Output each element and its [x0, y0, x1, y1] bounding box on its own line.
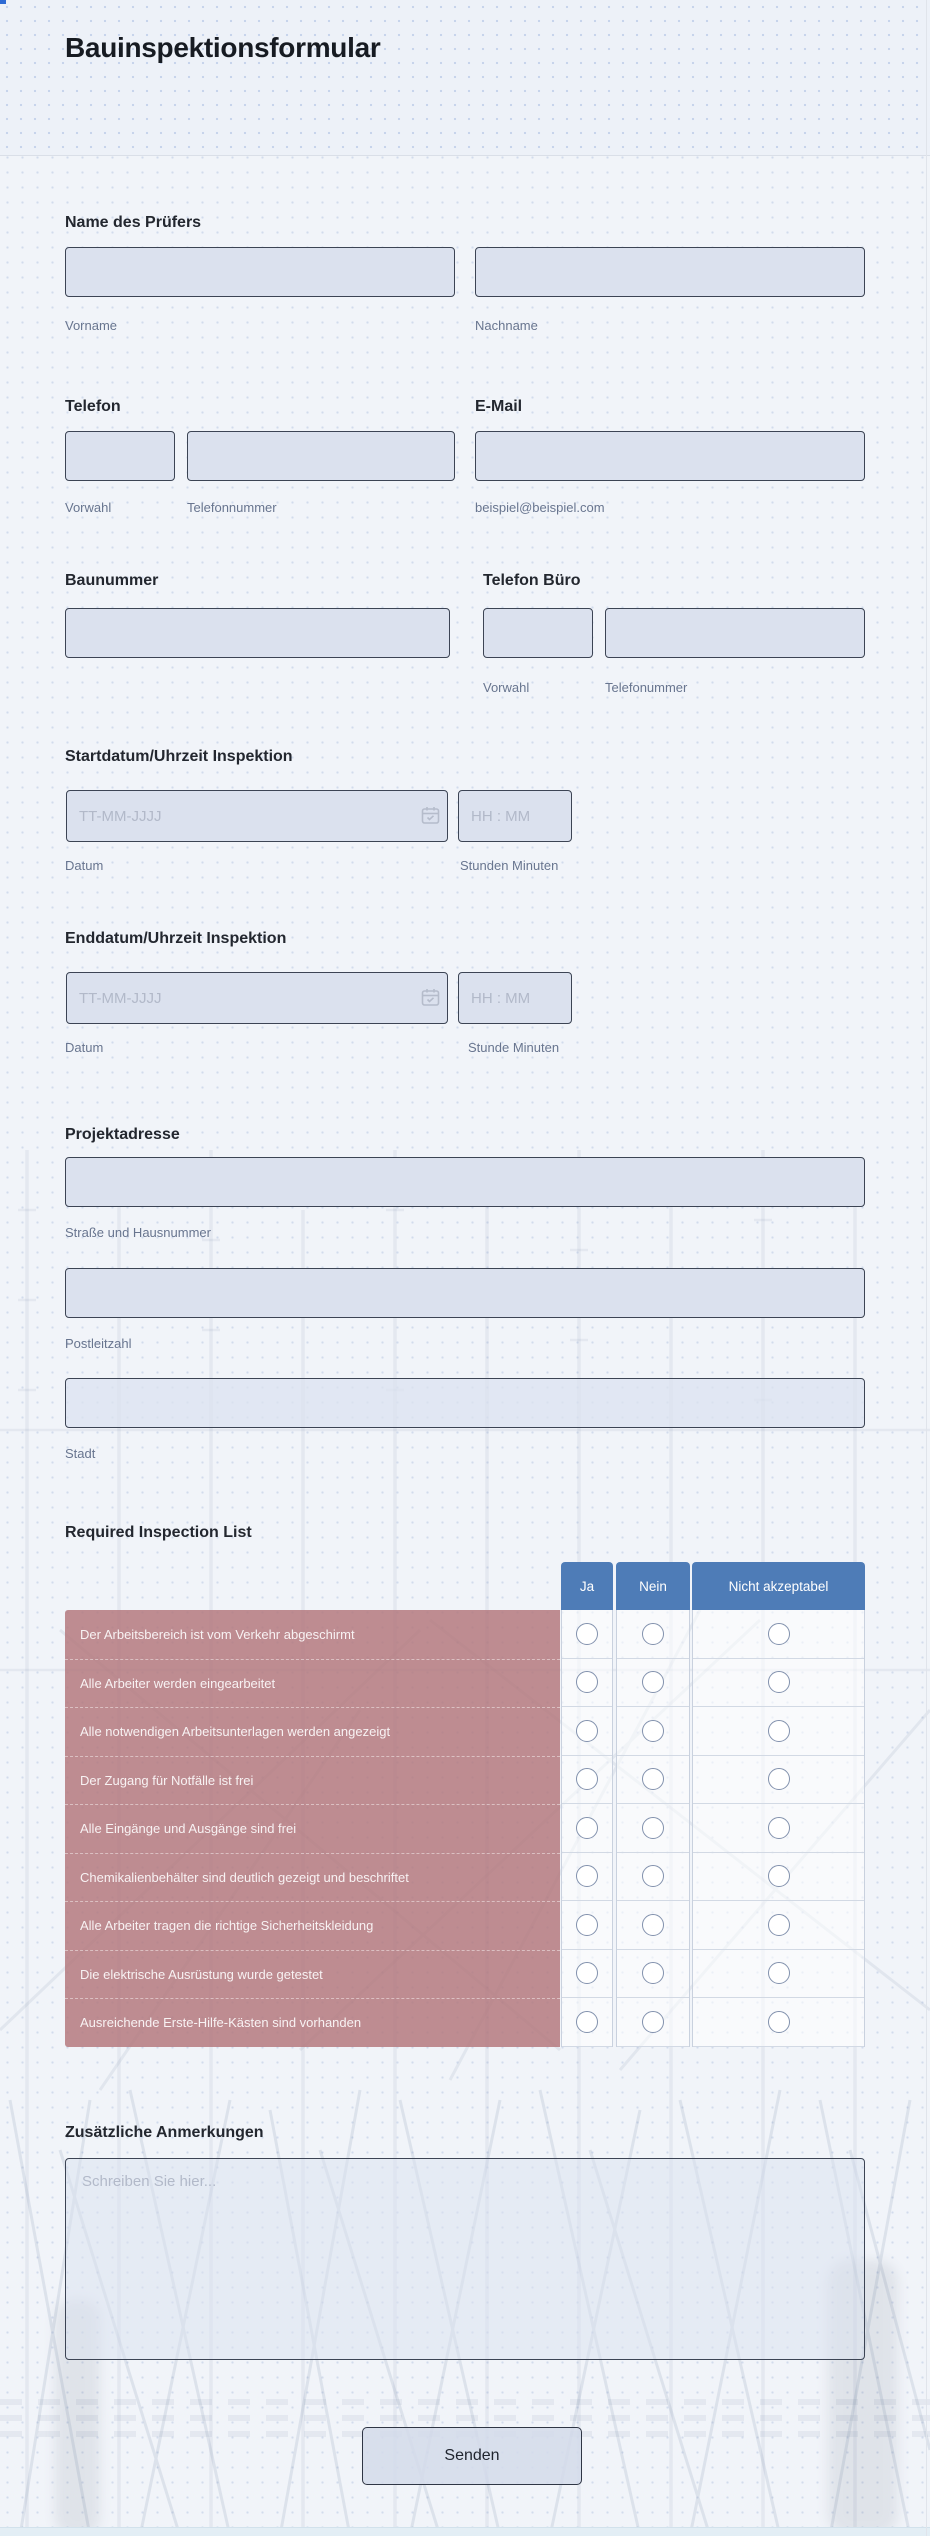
- phone-area-input[interactable]: [65, 431, 175, 481]
- last-name-input[interactable]: [475, 247, 865, 297]
- radio-ja[interactable]: [576, 1768, 598, 1791]
- email-input[interactable]: [475, 431, 865, 481]
- radio-nicht-akzeptabel[interactable]: [767, 1962, 790, 1985]
- end-time-sublabel: Stunde Minuten: [468, 1040, 560, 1055]
- corner-artifact: [0, 0, 6, 4]
- last-name-sublabel: Nachname: [475, 318, 538, 333]
- project-number-label: Baunummer: [65, 572, 159, 589]
- radio-nicht-akzeptabel[interactable]: [767, 1622, 790, 1645]
- radio-ja[interactable]: [576, 1816, 598, 1839]
- radio-nein[interactable]: [642, 1768, 664, 1791]
- inspection-row-label: Chemikalienbehälter sind deutlich gezeig…: [65, 1852, 560, 1901]
- radio-nein[interactable]: [642, 1816, 664, 1839]
- inspection-row-label: Die elektrische Ausrüstung wurde geteste…: [65, 1949, 560, 1998]
- postal-code-input[interactable]: [65, 1268, 865, 1318]
- radio-nein[interactable]: [642, 1913, 664, 1936]
- inspection-row-label: Alle Eingänge und Ausgänge sind frei: [65, 1804, 560, 1853]
- start-datetime-label: Startdatum/Uhrzeit Inspektion: [65, 748, 293, 765]
- radio-nicht-akzeptabel[interactable]: [767, 1865, 790, 1888]
- phone-area-sublabel: Vorwahl: [65, 500, 112, 515]
- inspection-list-label: Required Inspection List: [65, 1524, 252, 1541]
- page-title: Bauinspektionsformular: [65, 32, 381, 63]
- email-label: E-Mail: [475, 398, 523, 415]
- column-header-ja: Ja: [561, 1562, 613, 1610]
- radio-nicht-akzeptabel[interactable]: [767, 1913, 790, 1936]
- end-date-input[interactable]: [66, 972, 448, 1024]
- radio-ja[interactable]: [576, 1865, 598, 1888]
- start-date-input[interactable]: [66, 790, 448, 842]
- radio-nicht-akzeptabel[interactable]: [767, 1816, 790, 1839]
- radio-nein[interactable]: [642, 1622, 664, 1645]
- start-time-sublabel: Stunden Minuten: [460, 858, 559, 873]
- street-sublabel: Straße und Hausnummer: [65, 1225, 211, 1240]
- office-phone-area-input[interactable]: [483, 608, 593, 658]
- city-input[interactable]: [65, 1378, 865, 1428]
- radio-nein[interactable]: [642, 1865, 664, 1888]
- street-input[interactable]: [65, 1157, 865, 1207]
- office-phone-area-sublabel: Vorwahl: [483, 680, 530, 695]
- notes-textarea[interactable]: [65, 2158, 865, 2360]
- inspection-row-labels: Der Arbeitsbereich ist vom Verkehr abges…: [65, 1610, 560, 2047]
- end-datetime-label: Enddatum/Uhrzeit Inspektion: [65, 930, 287, 947]
- form-header-band: [0, 0, 930, 156]
- phone-number-sublabel: Telefonnummer: [187, 500, 277, 515]
- inspection-row-label: Ausreichende Erste-Hilfe-Kästen sind vor…: [65, 1998, 560, 2047]
- column-nicht-akzeptabel: [692, 1610, 865, 2047]
- column-ja: [561, 1610, 613, 2047]
- notes-label: Zusätzliche Anmerkungen: [65, 2124, 264, 2141]
- right-edge-line: [926, 0, 927, 2536]
- name-label: Name des Prüfers: [65, 214, 202, 231]
- inspection-row-label: Alle notwendigen Arbeitsunterlagen werde…: [65, 1707, 560, 1756]
- column-header-nicht-akzeptabel: Nicht akzeptabel: [692, 1562, 865, 1610]
- footer-strip: [0, 2527, 930, 2536]
- start-date-sublabel: Datum: [65, 858, 104, 873]
- radio-nicht-akzeptabel[interactable]: [767, 1768, 790, 1791]
- email-sublabel: beispiel@beispiel.com: [475, 500, 605, 515]
- project-number-input[interactable]: [65, 608, 450, 658]
- radio-nein[interactable]: [642, 2010, 664, 2033]
- radio-nicht-akzeptabel[interactable]: [767, 1719, 790, 1742]
- office-phone-label: Telefon Büro: [483, 572, 581, 589]
- column-header-nein: Nein: [616, 1562, 690, 1610]
- address-label: Projektadresse: [65, 1126, 180, 1143]
- first-name-input[interactable]: [65, 247, 455, 297]
- radio-nicht-akzeptabel[interactable]: [767, 2010, 790, 2033]
- postal-code-sublabel: Postleitzahl: [65, 1336, 132, 1351]
- inspection-row-label: Alle Arbeiter werden eingearbeitet: [65, 1658, 560, 1707]
- office-phone-number-sublabel: Telefonummer: [605, 680, 688, 695]
- radio-ja[interactable]: [576, 1719, 598, 1742]
- phone-number-input[interactable]: [187, 431, 455, 481]
- end-time-input[interactable]: [458, 972, 572, 1024]
- radio-ja[interactable]: [576, 1962, 598, 1985]
- radio-ja[interactable]: [576, 1622, 598, 1645]
- city-sublabel: Stadt: [65, 1446, 96, 1461]
- radio-nein[interactable]: [642, 1962, 664, 1985]
- start-time-input[interactable]: [458, 790, 572, 842]
- inspection-row-label: Der Zugang für Notfälle ist frei: [65, 1755, 560, 1804]
- radio-nein[interactable]: [642, 1671, 664, 1694]
- radio-ja[interactable]: [576, 1671, 598, 1694]
- column-nein: [616, 1610, 690, 2047]
- inspection-row-label: Der Arbeitsbereich ist vom Verkehr abges…: [65, 1610, 560, 1659]
- first-name-sublabel: Vorname: [65, 318, 118, 333]
- radio-ja[interactable]: [576, 2010, 598, 2033]
- phone-label: Telefon: [65, 398, 121, 415]
- radio-nicht-akzeptabel[interactable]: [767, 1671, 790, 1694]
- radio-ja[interactable]: [576, 1913, 598, 1936]
- end-date-sublabel: Datum: [65, 1040, 104, 1055]
- radio-nein[interactable]: [642, 1719, 664, 1742]
- submit-button[interactable]: Senden: [362, 2427, 582, 2485]
- inspection-row-label: Alle Arbeiter tragen die richtige Sicher…: [65, 1901, 560, 1950]
- office-phone-number-input[interactable]: [605, 608, 865, 658]
